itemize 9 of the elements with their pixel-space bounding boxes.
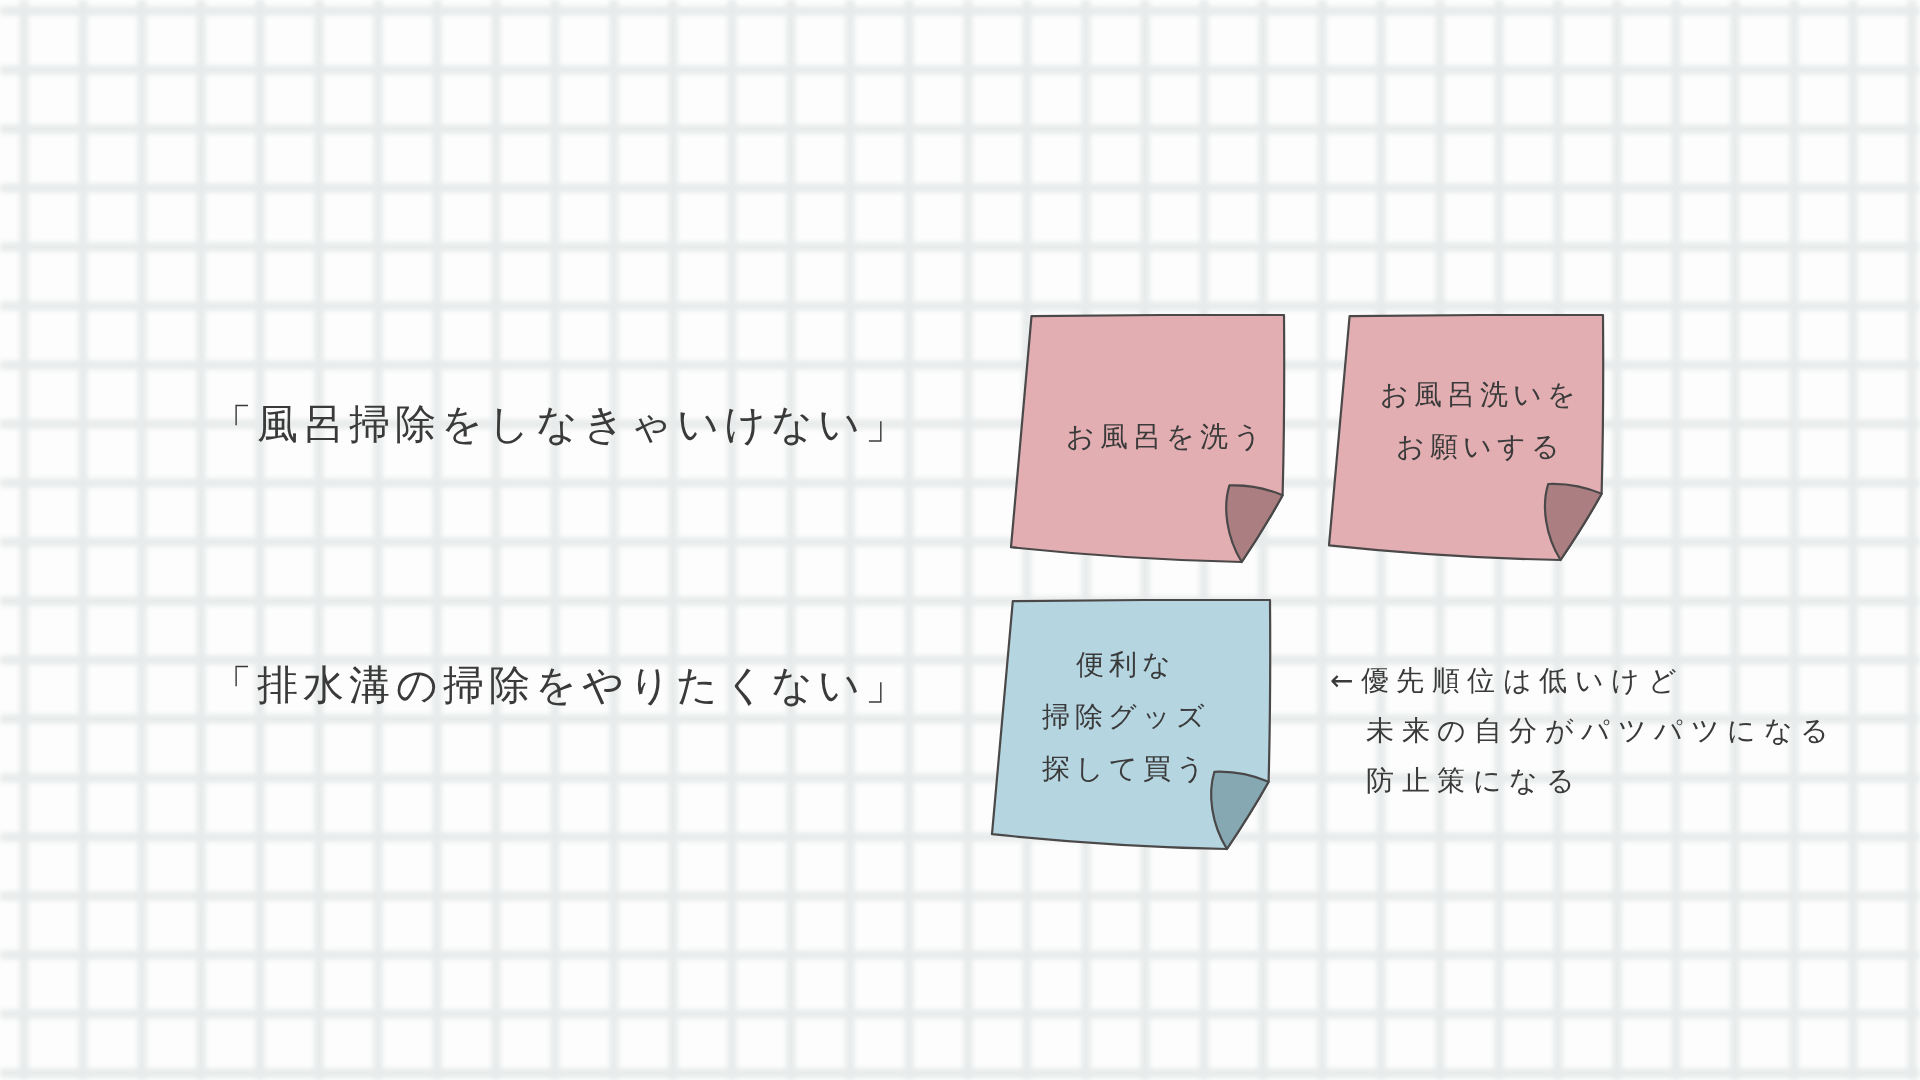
note-text: お風呂を洗う bbox=[1066, 419, 1267, 455]
sticky-note bbox=[1329, 315, 1603, 560]
quote-text: 「風呂掃除をしなきゃいけない」 bbox=[211, 399, 906, 450]
sticky-note bbox=[1011, 315, 1284, 562]
sticky-note bbox=[992, 600, 1270, 849]
annotation-text: ←優先順位は低いけど未来の自分がパツパツになる防止策になる bbox=[1330, 663, 1837, 799]
note-text: お風呂洗いをお願いする bbox=[1380, 377, 1581, 465]
quote-text: 「排水溝の掃除をやりたくない」 bbox=[211, 660, 906, 711]
note-text: 便利な掃除グッズ探して買う bbox=[1041, 647, 1210, 787]
